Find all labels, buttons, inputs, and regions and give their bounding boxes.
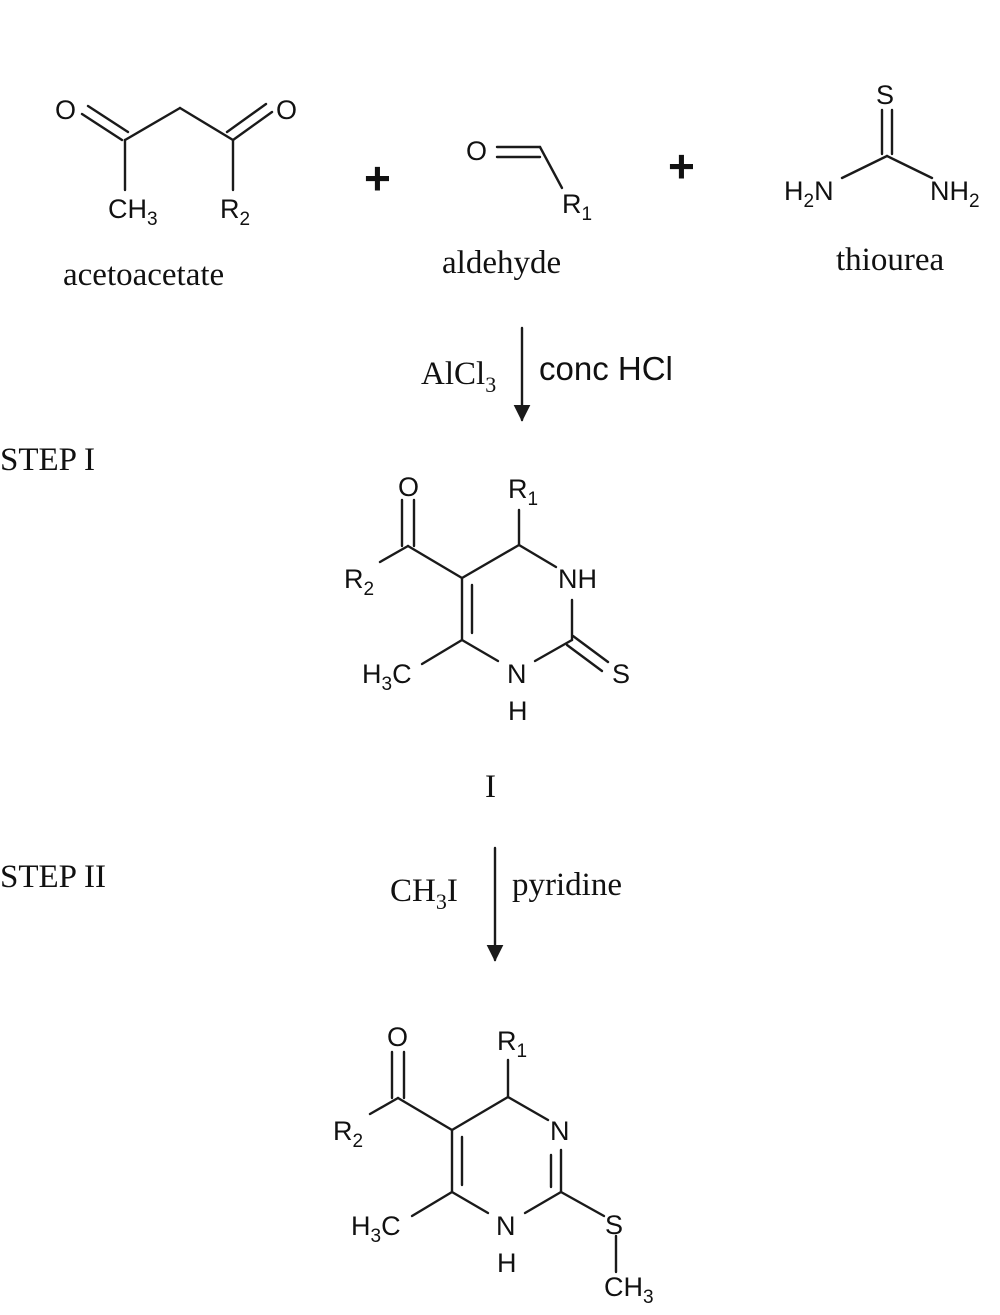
atom-oxygen: O [55,95,76,125]
plus-sign: + [668,140,695,192]
step2-label: STEP II [0,859,106,895]
thiourea-structure: S H2N NH2 [784,80,980,212]
amine-group: NH2 [930,176,980,212]
atom-oxygen: O [466,136,487,166]
atom-hydrogen: H [497,1248,517,1278]
atom-sulfur: S [612,659,630,689]
methyl-group: H3C [351,1211,401,1247]
atom-hydrogen: H [508,696,528,726]
step1-reagent-alcl3: AlCl3 [421,356,496,397]
atom-sulfur: S [605,1210,623,1240]
atom-sulfur: S [876,80,894,110]
methyl-group: H3C [362,659,412,695]
acetoacetate-label: acetoacetate [63,257,224,293]
methyl-group: CH3 [108,194,158,230]
atom-nh: NH [558,564,597,594]
atom-oxygen: O [387,1022,408,1052]
r1-group: R1 [562,189,592,225]
product-II-structure: O R1 R2 N N H S H3C CH3 [333,1022,654,1308]
step1-label: STEP I [0,442,95,478]
product-I-structure: O R1 R2 NH N H S H3C [344,472,630,726]
product-I-label: I [485,769,496,805]
aldehyde-structure: O R1 [466,136,592,225]
step1-reagent-hcl: conc HCl [539,350,673,387]
atom-nitrogen: N [496,1211,516,1241]
aldehyde-label: aldehyde [442,245,561,281]
atom-oxygen: O [398,472,419,502]
thiourea-label: thiourea [836,242,944,278]
amine-group: H2N [784,176,834,212]
r1-group: R1 [508,474,538,510]
r1-group: R1 [497,1026,527,1062]
step2-reagent-ch3i: CH3I [390,873,458,914]
r2-group: R2 [344,564,374,600]
atom-nitrogen: N [550,1116,570,1146]
atom-oxygen: O [276,95,297,125]
atom-nitrogen: N [507,659,527,689]
r2-group: R2 [220,194,250,230]
r2-group: R2 [333,1116,363,1152]
methyl-group: CH3 [604,1272,654,1308]
plus-sign: + [364,152,391,204]
step2-reagent-pyridine: pyridine [512,867,622,903]
acetoacetate-structure: O O CH3 R2 [55,95,297,230]
